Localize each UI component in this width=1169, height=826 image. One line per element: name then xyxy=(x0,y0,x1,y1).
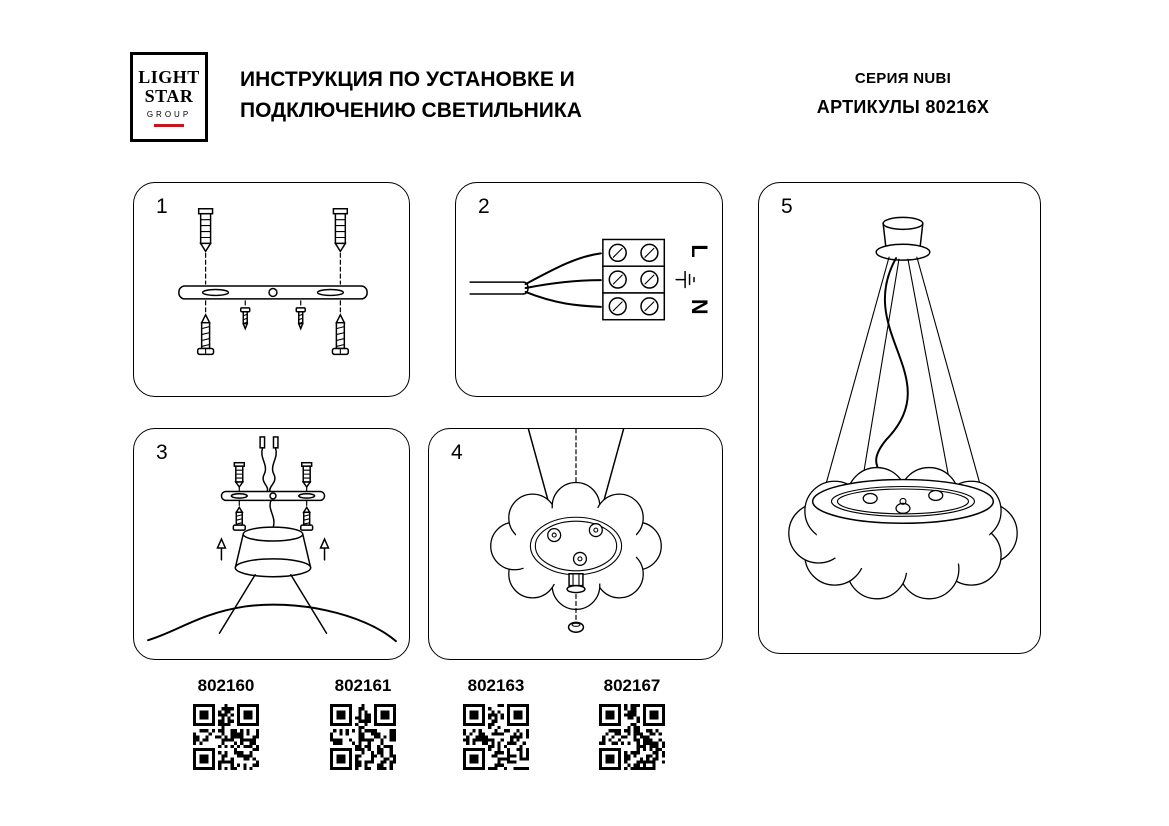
articles-label: АРТИКУЛЫ 80216X xyxy=(816,97,990,117)
step-5-number: 5 xyxy=(781,195,793,218)
terminal-block xyxy=(602,238,666,321)
neutral-label: N xyxy=(687,299,712,315)
product-item: 802161 xyxy=(315,676,411,775)
small-screw-icon xyxy=(240,300,251,331)
center-stem xyxy=(566,572,586,594)
page-title: ИНСТРУКЦИЯ ПО УСТАНОВКЕ И ПОДКЛЮЧЕНИЮ СВ… xyxy=(240,64,660,126)
step-2-panel: 2 L xyxy=(455,182,723,397)
small-screw-icon xyxy=(295,300,306,331)
suspension-wires xyxy=(527,429,625,510)
logo-red-rule xyxy=(154,123,184,127)
logo-line1: LIGHT xyxy=(138,66,200,87)
logo-line2: STAR xyxy=(144,85,194,106)
product-item: 802163 xyxy=(448,676,544,775)
step-3-illustration xyxy=(147,436,397,643)
product-item: 802167 xyxy=(584,676,680,775)
cloud-diffuser xyxy=(788,466,1018,600)
series-label: СЕРИЯ NUBI xyxy=(854,70,952,87)
earth-ground-icon xyxy=(675,270,695,289)
shade-top-curve xyxy=(147,603,397,643)
up-arrow-icon xyxy=(216,537,227,561)
step-3-panel: 3 xyxy=(133,428,410,660)
series-block: СЕРИЯ NUBI АРТИКУЛЫ 80216X xyxy=(770,70,1036,118)
screw-icon xyxy=(196,300,215,356)
step-1-number: 1 xyxy=(156,195,168,218)
step-4-number: 4 xyxy=(451,441,463,464)
cloud-diffuser xyxy=(490,481,662,611)
step-1-illustration xyxy=(178,208,368,356)
screw-icon xyxy=(232,500,246,531)
page-title-line1: ИНСТРУКЦИЯ ПО УСТАНОВКЕ И xyxy=(240,68,575,91)
logo-line3: GROUP xyxy=(146,109,192,119)
product-code: 802163 xyxy=(467,676,525,695)
lightstar-logo: LIGHT STAR GROUP xyxy=(130,52,208,142)
step-4-panel: 4 xyxy=(428,428,723,660)
canopy-cup xyxy=(875,216,931,261)
qr-code xyxy=(330,704,396,770)
qr-code xyxy=(599,704,665,770)
finial-knob xyxy=(567,621,585,633)
line-label: L xyxy=(687,244,712,257)
supply-cable xyxy=(469,252,602,308)
screw-icon xyxy=(331,300,350,356)
suspension-wires xyxy=(218,573,328,634)
qr-code xyxy=(463,704,529,770)
product-item: 802160 xyxy=(178,676,274,775)
step-5-illustration xyxy=(788,216,1018,600)
step-2-number: 2 xyxy=(478,195,490,218)
qr-code xyxy=(193,704,259,770)
anchor-icon xyxy=(332,208,349,285)
step-5-panel: 5 xyxy=(758,182,1041,654)
product-code: 802167 xyxy=(603,676,661,695)
screw-icon xyxy=(300,500,314,531)
product-code: 802160 xyxy=(197,676,255,695)
step-3-number: 3 xyxy=(156,441,168,464)
wire-ends xyxy=(259,436,279,493)
suspension-wires xyxy=(822,256,984,497)
canopy-cup xyxy=(234,499,312,578)
step-1-panel: 1 xyxy=(133,182,410,397)
anchor-icon xyxy=(233,461,245,492)
product-code: 802161 xyxy=(334,676,392,695)
up-arrow-icon xyxy=(319,537,330,561)
anchor-icon xyxy=(300,461,313,492)
anchor-icon xyxy=(197,208,214,285)
page-title-line2: ПОДКЛЮЧЕНИЮ СВЕТИЛЬНИКА xyxy=(240,99,582,122)
step-2-illustration: L N xyxy=(469,238,712,321)
step-4-illustration xyxy=(490,429,662,633)
power-cable xyxy=(875,257,909,498)
mounting-bracket xyxy=(178,285,368,300)
mounting-bracket xyxy=(220,490,326,502)
